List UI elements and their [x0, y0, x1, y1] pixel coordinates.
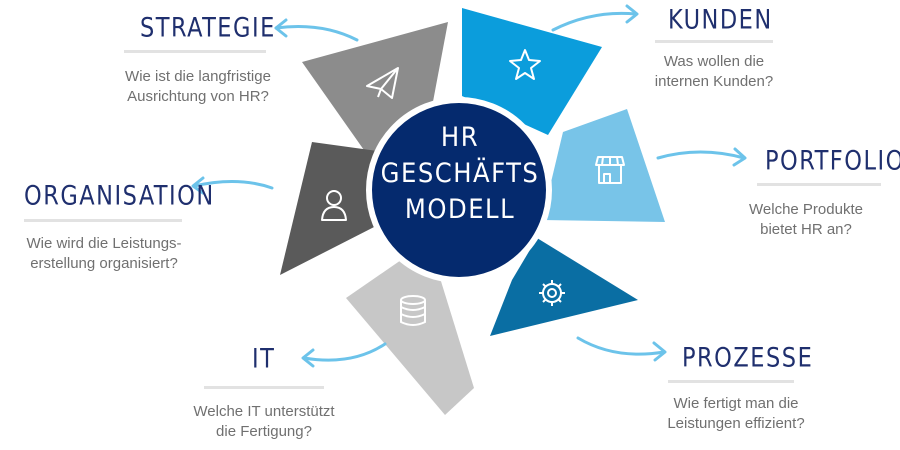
- organisation-title: ORGANISATION: [24, 180, 215, 211]
- prozesse-title: PROZESSE: [682, 342, 814, 373]
- prozesse-description-line-2: Leistungen effizient?: [667, 415, 805, 432]
- strategie-title: STRATEGIE: [140, 12, 276, 43]
- kunden-description-line-2: internen Kunden?: [654, 73, 774, 90]
- center-label-line-1: HR: [440, 122, 480, 153]
- arrow-portfolio: [656, 147, 747, 167]
- portfolio-description-line-2: bietet HR an?: [760, 221, 852, 238]
- person-icon: [321, 190, 347, 221]
- arrow-kunden: [551, 4, 639, 32]
- organisation-description-line-2: erstellung organisiert?: [30, 255, 178, 272]
- organisation-description-line-1: Wie wird die Leistungs-: [26, 235, 182, 252]
- it-description-line-1: Welche IT unterstützt: [193, 403, 335, 420]
- it-underline: [204, 386, 324, 389]
- portfolio-description: Welche Produkte bietet HR an?: [712, 200, 900, 240]
- center-label-line-3: MODELL: [404, 194, 516, 225]
- prozesse-description: Wie fertigt man die Leistungen effizient…: [634, 394, 838, 434]
- arrow-it: [301, 342, 387, 368]
- segment-prozesse: [490, 238, 638, 336]
- center-circle: [366, 97, 552, 283]
- center-label-line-2: GESCHÄFTS: [380, 158, 540, 189]
- arrow-prozesse: [576, 336, 667, 362]
- portfolio-description-line-1: Welche Produkte: [749, 201, 863, 218]
- prozesse-underline: [668, 380, 794, 383]
- it-title: IT: [252, 343, 276, 374]
- strategie-underline: [124, 50, 266, 53]
- kunden-title: KUNDEN: [668, 4, 773, 35]
- it-description-line-2: die Fertigung?: [216, 423, 312, 440]
- it-description: Welche IT unterstützt die Fertigung?: [162, 402, 366, 442]
- organisation-underline: [24, 219, 182, 222]
- kunden-description: Was wollen die internen Kunden?: [616, 52, 812, 92]
- arrow-organisation: [191, 176, 274, 195]
- prozesse-description-line-1: Wie fertigt man die: [673, 395, 799, 412]
- database-icon: [400, 295, 426, 326]
- kunden-description-line-1: Was wollen die: [663, 53, 765, 70]
- star-icon: [509, 49, 541, 80]
- segment-organisation: [280, 142, 385, 275]
- gear-icon: [539, 280, 565, 306]
- kunden-underline: [655, 40, 773, 43]
- center-label: HR GESCHÄFTS MODELL: [374, 120, 546, 228]
- portfolio-title: PORTFOLIO: [765, 145, 900, 176]
- strategie-description-line-2: Ausrichtung von HR?: [127, 88, 269, 105]
- strategie-description: Wie ist die langfristige Ausrichtung von…: [96, 67, 300, 107]
- arrow-strategie: [274, 18, 359, 42]
- store-icon: [595, 156, 625, 184]
- strategie-description-line-1: Wie ist die langfristige: [125, 68, 271, 85]
- segment-it: [346, 258, 474, 415]
- organisation-description: Wie wird die Leistungs- erstellung organ…: [4, 234, 204, 274]
- portfolio-underline: [757, 183, 881, 186]
- paper-plane-icon: [366, 67, 399, 99]
